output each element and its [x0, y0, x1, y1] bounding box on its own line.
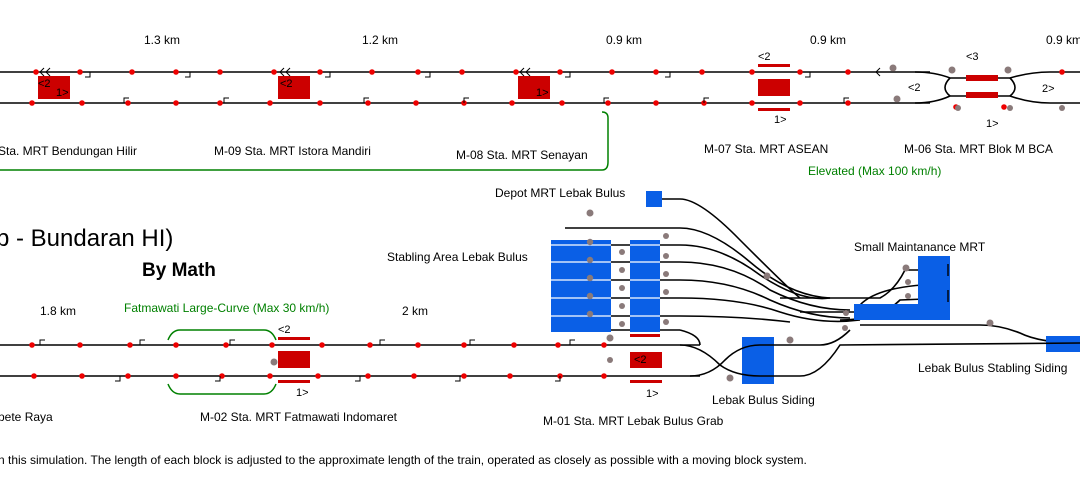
platform-asean [758, 79, 790, 96]
direction-mark: <2 [634, 354, 647, 366]
platform-fatmawati [278, 351, 310, 368]
platform-istora-mandiri [278, 76, 310, 99]
platform-blok-m-upper [966, 75, 998, 81]
station-label-senayan: M-08 Sta. MRT Senayan [456, 148, 588, 162]
station-label-asean: M-07 Sta. MRT ASEAN [704, 142, 828, 156]
maintenance-blocks [854, 256, 950, 320]
platform-lebak-bulus [630, 352, 662, 368]
platform-senayan [518, 76, 550, 99]
fatmawati-curve-label: Fatmawati Large-Curve (Max 30 km/h) [124, 301, 329, 315]
distance-label: 1.2 km [362, 33, 398, 47]
platform-bendungan-hilir [38, 76, 70, 99]
direction-mark: <2 [908, 82, 921, 94]
direction-mark: 1> [56, 87, 69, 99]
diagram-title: b - Bundaran HI) [0, 225, 173, 252]
upper-block-markers [39, 67, 881, 103]
author-label: By Math [142, 260, 216, 281]
depot-block [646, 191, 662, 207]
footer-note: n this simulation. The length of each bl… [0, 453, 807, 467]
direction-mark: 1> [296, 387, 309, 399]
distance-label: 0.9 km [810, 33, 846, 47]
distance-label: 0.9 km [606, 33, 642, 47]
small-maintenance-label: Small Maintanance MRT [854, 240, 986, 254]
stabling-area-label: Stabling Area Lebak Bulus [387, 250, 528, 264]
direction-mark: 2> [1042, 83, 1055, 95]
fatmawati-curve-zone [167, 329, 277, 395]
direction-mark: <2 [758, 51, 771, 63]
lebak-bulus-siding-block [742, 337, 774, 384]
stabling-siding-block [1046, 336, 1080, 352]
upper-signals [29, 69, 1065, 110]
lower-switches [270, 334, 794, 382]
elevated-zone-label: Elevated (Max 100 km/h) [808, 164, 941, 178]
distance-label: 1.3 km [144, 33, 180, 47]
depot-switches [586, 209, 994, 331]
stabling-siding-label: Lebak Bulus Stabling Siding [918, 361, 1067, 375]
direction-mark: 1> [646, 388, 659, 400]
elevated-zone-line [0, 111, 609, 171]
lebak-bulus-siding-label: Lebak Bulus Siding [712, 393, 815, 407]
station-label-cipete: pete Raya [0, 410, 53, 424]
direction-mark: 1> [774, 114, 787, 126]
station-label-blok-m: M-06 Sta. MRT Blok M BCA [904, 142, 1053, 156]
distance-label: 2 km [402, 304, 428, 318]
station-label-istora-mandiri: M-09 Sta. MRT Istora Mandiri [214, 144, 371, 158]
lower-tracks [0, 329, 1080, 377]
depot-label: Depot MRT Lebak Bulus [495, 186, 625, 200]
platform-blok-m-lower [966, 92, 998, 98]
stabling-platform-edges [630, 334, 660, 337]
distance-label: 1.8 km [40, 304, 76, 318]
direction-mark: <2 [38, 78, 51, 90]
direction-mark: 1> [986, 118, 999, 130]
distance-label: 0.9 km [1046, 33, 1080, 47]
direction-mark: <2 [278, 324, 291, 336]
direction-mark: 1> [536, 87, 549, 99]
direction-mark: <3 [966, 51, 979, 63]
station-label-lebak-bulus: M-01 Sta. MRT Lebak Bulus Grab [543, 414, 724, 428]
upper-platforms [38, 64, 998, 111]
lower-block-markers [39, 339, 575, 382]
direction-mark: <2 [280, 78, 293, 90]
station-label-fatmawati: M-02 Sta. MRT Fatmawati Indomaret [200, 410, 398, 424]
lower-platforms [278, 337, 662, 383]
stabling-blocks [551, 240, 660, 332]
upper-switches [889, 64, 1065, 111]
station-label-bendungan-hilir: Sta. MRT Bendungan Hilir [0, 144, 137, 158]
lower-signals [29, 342, 607, 379]
